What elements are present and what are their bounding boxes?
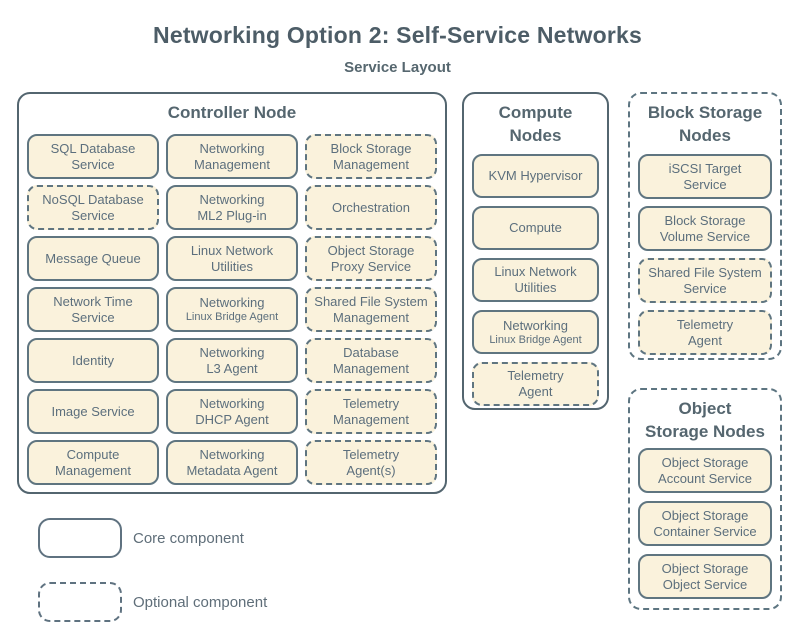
service-box: SQL Database Service <box>27 134 159 179</box>
service-box-label: Networking L3 Agent <box>199 344 265 376</box>
service-box: Message Queue <box>27 236 159 281</box>
page-subtitle: Service Layout <box>344 59 451 76</box>
service-box-label: Object Storage Account Service <box>658 454 752 486</box>
service-box-label: Shared File System Management <box>314 293 428 325</box>
service-box: Orchestration <box>305 185 437 230</box>
service-box-label: Block Storage Management <box>330 140 412 172</box>
service-box-label: Networking Management <box>194 140 270 172</box>
service-box: KVM Hypervisor <box>472 154 599 198</box>
group-block-storage-nodes: Block Storage Nodes iSCSI Target Service… <box>628 92 782 360</box>
service-box-label: iSCSI Target Service <box>668 160 742 192</box>
service-box: Block Storage Volume Service <box>638 206 772 251</box>
legend-core-swatch <box>38 518 122 558</box>
service-box: iSCSI Target Service <box>638 154 772 199</box>
legend-optional-label: Optional component <box>133 593 268 611</box>
service-box: Telemetry Management <box>305 389 437 434</box>
service-box-label: Object Storage Container Service <box>653 507 757 539</box>
service-box: Shared File System Management <box>305 287 437 332</box>
service-box-label: Networking Metadata Agent <box>186 446 278 478</box>
service-box-label: Linux Network Utilities <box>494 264 577 295</box>
service-box: Networking DHCP Agent <box>166 389 298 434</box>
legend-optional-swatch <box>38 582 122 622</box>
service-box: Telemetry Agent(s) <box>305 440 437 485</box>
service-box-label: Telemetry Agent <box>507 368 564 399</box>
service-box: Database Management <box>305 338 437 383</box>
legend-optional: Optional component <box>38 582 267 622</box>
group-body: SQL Database Service Networking Managemen… <box>27 134 437 485</box>
service-box-label: Message Queue <box>45 250 141 266</box>
service-box-label: Block Storage Volume Service <box>659 212 751 244</box>
service-box-sublabel: Linux Bridge Agent <box>489 333 582 346</box>
service-box-label: Orchestration <box>331 199 411 215</box>
service-box: Block Storage Management <box>305 134 437 179</box>
service-box: Telemetry Agent <box>638 310 772 355</box>
service-box-label: Networking <box>502 317 569 333</box>
service-box-label: Object Storage Proxy Service <box>327 242 415 274</box>
service-box-label: NoSQL Database Service <box>42 191 144 223</box>
service-box-label: Linux Network Utilities <box>190 242 274 274</box>
service-box: Networking L3 Agent <box>166 338 298 383</box>
service-box: NoSQL Database Service <box>27 185 159 230</box>
group-title: Compute Nodes <box>498 103 573 145</box>
service-box-label: Identity <box>72 352 114 368</box>
service-box: Networking ML2 Plug-in <box>166 185 298 230</box>
page-title: Networking Option 2: Self-Service Networ… <box>153 22 642 48</box>
service-box-label: Database Management <box>333 344 409 376</box>
service-box-label: Networking <box>199 295 265 311</box>
service-box: Compute Management <box>27 440 159 485</box>
service-box: Object Storage Account Service <box>638 448 772 493</box>
legend-core: Core component <box>38 518 244 558</box>
service-box: Network Time Service <box>27 287 159 332</box>
group-title: Object Storage Nodes <box>645 399 765 441</box>
service-box-label: Compute Management <box>55 446 131 478</box>
service-box: Object Storage Container Service <box>638 501 772 546</box>
service-box: Linux Network Utilities <box>472 258 599 302</box>
service-box-label: Telemetry Agent <box>676 316 734 348</box>
service-box: Telemetry Agent <box>472 362 599 406</box>
group-object-storage-nodes: Object Storage Nodes Object Storage Acco… <box>628 388 782 610</box>
service-box: Networking Metadata Agent <box>166 440 298 485</box>
service-box-label: Compute <box>509 220 562 236</box>
service-box-label: Network Time Service <box>53 293 133 325</box>
service-box: Object Storage Proxy Service <box>305 236 437 281</box>
service-box-label: Telemetry Agent(s) <box>342 446 400 478</box>
service-box-label: KVM Hypervisor <box>488 168 583 184</box>
group-title: Controller Node <box>167 103 297 122</box>
service-box-label: Networking DHCP Agent <box>195 395 269 427</box>
service-box-sublabel: Linux Bridge Agent <box>185 311 279 324</box>
service-box: Identity <box>27 338 159 383</box>
service-box-label: SQL Database Service <box>50 140 136 172</box>
service-box-label: Image Service <box>51 403 135 419</box>
service-box: Shared File System Service <box>638 258 772 303</box>
service-box: Networking Management <box>166 134 298 179</box>
legend-core-label: Core component <box>133 529 244 547</box>
service-box: Linux Network Utilities <box>166 236 298 281</box>
service-box-label: Object Storage Object Service <box>661 560 749 592</box>
service-box-label: Shared File System Service <box>648 264 762 296</box>
service-box: Compute <box>472 206 599 250</box>
service-box-label: Networking ML2 Plug-in <box>197 191 267 223</box>
service-box: Image Service <box>27 389 159 434</box>
service-box-label: Telemetry Management <box>333 395 409 427</box>
service-box: Object Storage Object Service <box>638 554 772 599</box>
group-title: Block Storage Nodes <box>647 103 763 145</box>
